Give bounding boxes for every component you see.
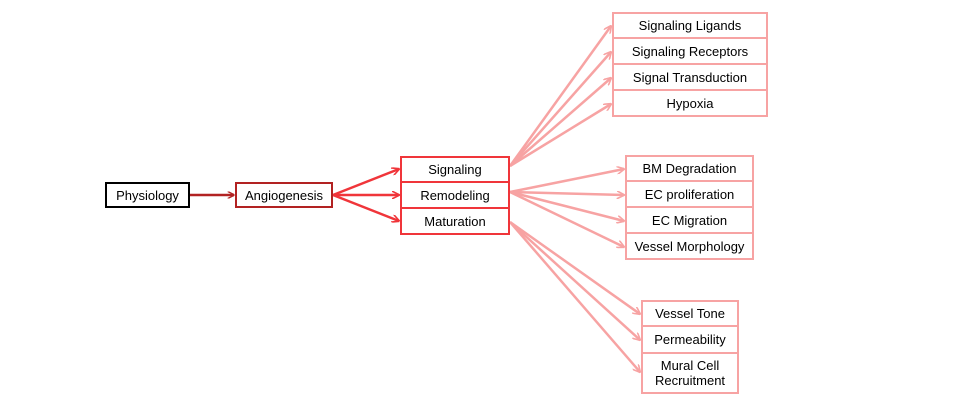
node-permeability: Permeability [641, 325, 739, 354]
arrow-signaling-transduction [509, 78, 611, 167]
node-bm-degradation: BM Degradation [625, 155, 754, 182]
arrow-remodeling-proliferation [509, 190, 624, 195]
node-ec-proliferation: EC proliferation [625, 180, 754, 208]
node-signaling: Signaling [400, 156, 510, 183]
arrow-signaling-ligands [508, 26, 611, 167]
arrow-signaling-receptors [509, 52, 611, 167]
arrow-signaling-hypoxia [509, 104, 611, 168]
arrow-maturation-permeability [509, 221, 640, 340]
arrow-maturation-tone [509, 220, 640, 314]
arrow-angiogenesis-maturation [332, 193, 399, 221]
node-angiogenesis: Angiogenesis [235, 182, 333, 208]
node-physiology: Physiology [105, 182, 190, 208]
node-ec-migration: EC Migration [625, 206, 754, 234]
arrow-maturation-mural [509, 221, 640, 372]
node-vessel-morphology: Vessel Morphology [625, 232, 754, 260]
node-remodeling: Remodeling [400, 181, 510, 209]
arrow-remodeling-bm [509, 169, 624, 194]
node-signaling-ligands: Signaling Ligands [612, 12, 768, 39]
arrow-angiogenesis-signaling [332, 169, 399, 197]
node-signal-transduction: Signal Transduction [612, 63, 768, 91]
node-maturation: Maturation [400, 207, 510, 235]
arrow-remodeling-morphology [509, 190, 624, 247]
node-vessel-tone: Vessel Tone [641, 300, 739, 327]
node-hypoxia: Hypoxia [612, 89, 768, 117]
node-signaling-receptors: Signaling Receptors [612, 37, 768, 65]
node-mural-cell-recruitment: Mural Cell Recruitment [641, 352, 739, 394]
arrow-remodeling-migration [509, 190, 624, 221]
